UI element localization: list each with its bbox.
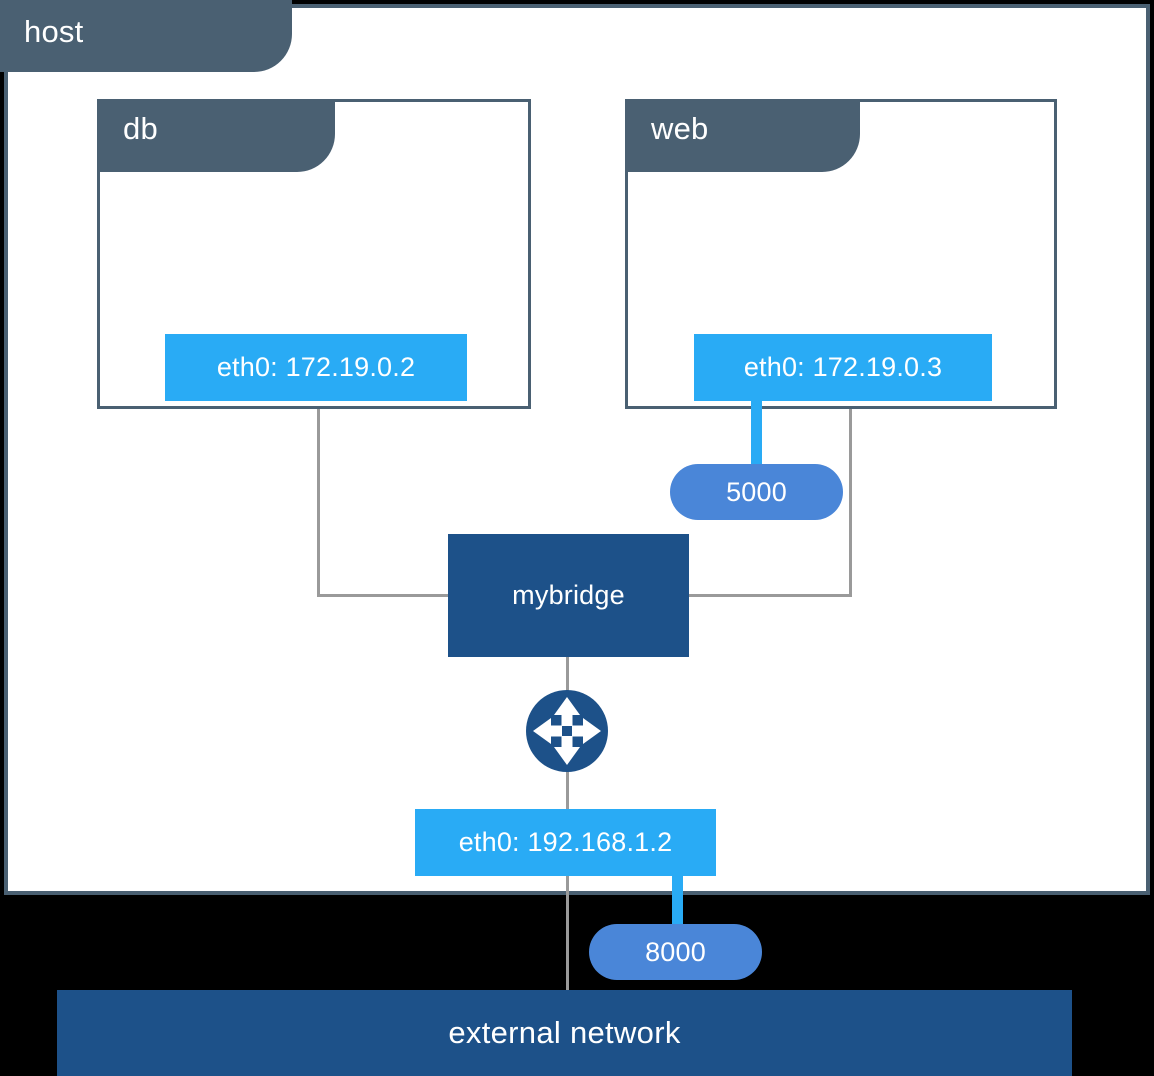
host-tab-label: host — [24, 14, 84, 49]
port-link-web-5000 — [751, 401, 762, 481]
connector-web-vertical — [849, 409, 852, 597]
port-pill-8000[interactable]: 8000 — [589, 924, 762, 980]
host-tab[interactable]: host — [0, 0, 292, 72]
interface-chip-db[interactable]: eth0: 172.19.0.2 — [165, 334, 467, 401]
container-label-web: web — [651, 111, 709, 146]
port-pill-5000[interactable]: 5000 — [670, 464, 843, 520]
bridge-box-mybridge[interactable]: mybridge — [448, 534, 689, 657]
interface-chip-web[interactable]: eth0: 172.19.0.3 — [694, 334, 992, 401]
connector-web-horizontal — [683, 594, 852, 597]
container-tab-db[interactable]: db — [97, 99, 335, 172]
connector-db-horizontal — [317, 594, 457, 597]
port-link-host-8000 — [672, 876, 683, 955]
router-arrows-icon — [525, 689, 609, 773]
interface-chip-host[interactable]: eth0: 192.168.1.2 — [415, 809, 716, 876]
connector-db-vertical — [317, 409, 320, 597]
container-label-db: db — [123, 111, 158, 146]
external-network-bar[interactable]: external network — [57, 990, 1072, 1076]
container-tab-web[interactable]: web — [625, 99, 860, 172]
